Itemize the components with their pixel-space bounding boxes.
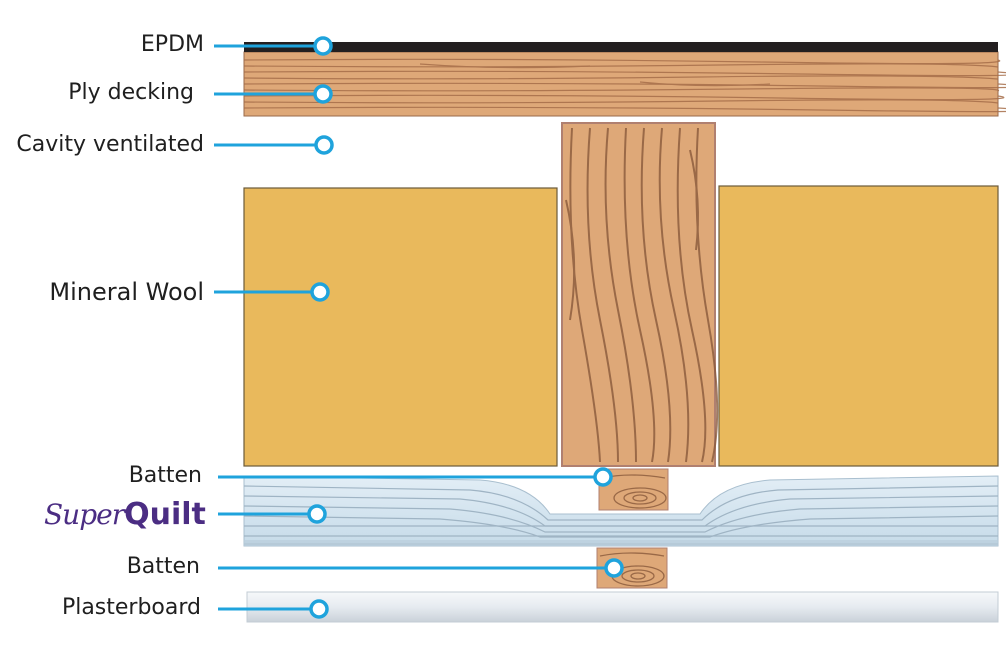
plasterboard-label: Plasterboard bbox=[61, 595, 201, 620]
callout-dot-icon bbox=[310, 282, 330, 302]
callout-dot-icon bbox=[604, 558, 624, 578]
superquilt-logo: SuperQuilt bbox=[44, 500, 206, 530]
mineral-wool-left bbox=[243, 187, 558, 467]
superquilt-logo-super: Super bbox=[44, 498, 125, 531]
mineral-wool-label: Mineral Wool bbox=[49, 278, 204, 306]
epdm-layer bbox=[244, 42, 998, 52]
batten-upper-label: Batten bbox=[128, 463, 202, 488]
plasterboard-layer bbox=[246, 591, 999, 623]
callout-dot-icon bbox=[313, 36, 333, 56]
cavity-ventilated-label: Cavity ventilated bbox=[16, 132, 204, 157]
callout-dot-icon bbox=[307, 504, 327, 524]
callout-dot-icon bbox=[593, 467, 613, 487]
superquilt-layer bbox=[243, 475, 999, 547]
batten-lower-label: Batten bbox=[126, 554, 200, 579]
callout-dot-icon bbox=[313, 84, 333, 104]
ply-decking-label: Ply decking bbox=[68, 80, 194, 105]
timber-joist bbox=[561, 122, 719, 467]
callout-dot-icon bbox=[314, 135, 334, 155]
ply-decking-layer bbox=[243, 51, 1006, 117]
callout-dot-icon bbox=[309, 599, 329, 619]
superquilt-logo-quilt: Quilt bbox=[124, 497, 206, 532]
epdm-label: EPDM bbox=[140, 32, 204, 57]
mineral-wool-right bbox=[718, 185, 999, 467]
